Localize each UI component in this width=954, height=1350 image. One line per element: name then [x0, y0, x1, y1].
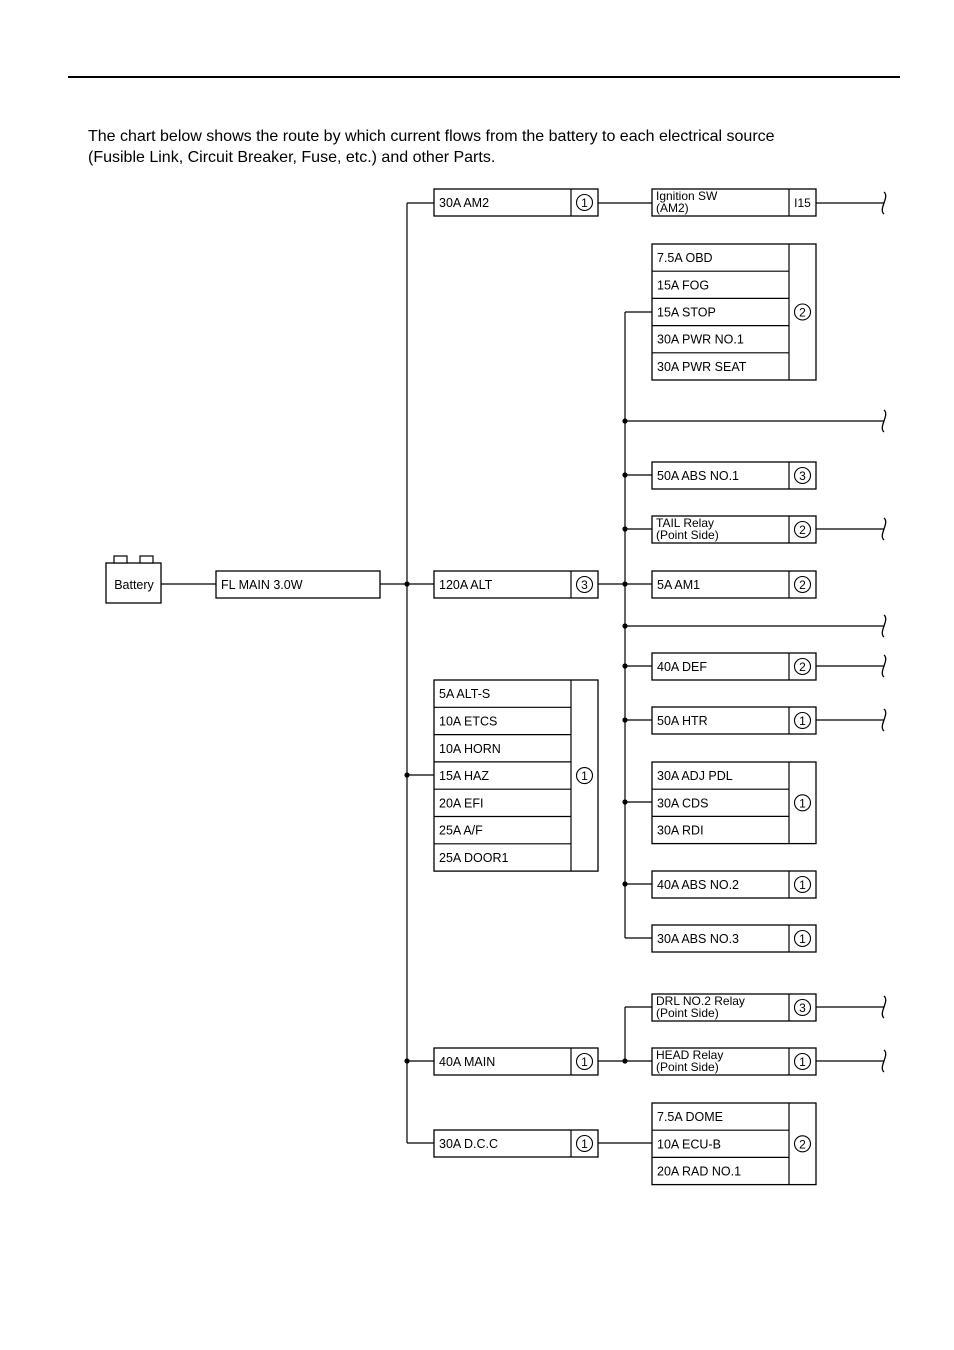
group-d-label-2: 10A ECU-B — [657, 1137, 721, 1151]
group-d-label-1: 7.5A DOME — [657, 1110, 723, 1124]
head-ref-circle — [793, 1052, 812, 1071]
head-label-2: (Point Side) — [656, 1060, 719, 1074]
continuation-mark — [881, 614, 887, 638]
continuation-mark — [881, 409, 887, 433]
group-b-label-4: 30A PWR NO.1 — [657, 333, 744, 347]
group-d-ref-circle — [793, 1135, 812, 1153]
ign-label-1: Ignition SW — [656, 189, 718, 203]
def-ref-circle — [793, 657, 812, 676]
main-ref-circle — [575, 1052, 594, 1071]
drl-ref: 3 — [799, 1001, 806, 1015]
drl-label-2: (Point Side) — [656, 1006, 719, 1020]
top-rule — [68, 76, 900, 78]
group-a-ref: 1 — [581, 769, 588, 783]
abs3-ref-circle — [793, 929, 812, 948]
continuation-mark — [881, 191, 887, 215]
abs1-ref: 3 — [799, 469, 806, 483]
ign-label-2: (AM2) — [656, 201, 689, 215]
group-b-label-2: 15A FOG — [657, 278, 709, 292]
group-a-label-3: 10A HORN — [439, 742, 501, 756]
tail-ref-circle — [793, 520, 812, 539]
continuation-mark — [881, 708, 887, 732]
main-ref: 1 — [581, 1055, 588, 1069]
battery-terminal-left — [113, 555, 128, 564]
abs2-label-1: 40A ABS NO.2 — [657, 878, 739, 892]
tail-label-2: (Point Side) — [656, 528, 719, 542]
fl-main-label: FL MAIN 3.0W — [221, 578, 303, 592]
am2-ref-circle — [575, 193, 594, 212]
head-label-1: HEAD Relay — [656, 1048, 723, 1062]
def-label-1: 40A DEF — [657, 660, 707, 674]
group-c-label-2: 30A CDS — [657, 796, 708, 810]
abs2-ref: 1 — [799, 878, 806, 892]
group-a-label-7: 25A DOOR1 — [439, 851, 509, 865]
alt-ref: 3 — [581, 578, 588, 592]
group-a-label-1: 5A ALT-S — [439, 687, 490, 701]
abs3-ref: 1 — [799, 932, 806, 946]
group-c-label-3: 30A RDI — [657, 824, 704, 838]
am1-ref: 2 — [799, 578, 806, 592]
dcc-ref-circle — [575, 1134, 594, 1153]
main-label-1: 40A MAIN — [439, 1055, 495, 1069]
tail-label-1: TAIL Relay — [656, 516, 714, 530]
intro-line-2: (Fusible Link, Circuit Breaker, Fuse, et… — [88, 149, 496, 166]
battery-terminal-right — [139, 555, 154, 564]
am2-ref: 1 — [581, 196, 588, 210]
alt-ref-circle — [575, 575, 594, 594]
group-b-label-1: 7.5A OBD — [657, 251, 713, 265]
abs3-label-1: 30A ABS NO.3 — [657, 932, 739, 946]
intro-line-1: The chart below shows the route by which… — [88, 128, 775, 145]
htr-ref-circle — [793, 711, 812, 730]
group-a-label-5: 20A EFI — [439, 796, 483, 810]
group-b-ref-circle — [793, 303, 812, 321]
continuation-mark — [881, 1049, 887, 1073]
group-a-label-2: 10A ETCS — [439, 714, 497, 728]
group-d-label-3: 20A RAD NO.1 — [657, 1165, 741, 1179]
group-d-ref: 2 — [799, 1137, 806, 1151]
am2-label-1: 30A AM2 — [439, 196, 489, 210]
head-ref: 1 — [799, 1055, 806, 1069]
dcc-label-1: 30A D.C.C — [439, 1137, 498, 1151]
alt-label-1: 120A ALT — [439, 578, 493, 592]
group-a-label-6: 25A A/F — [439, 824, 483, 838]
group-c-ref: 1 — [799, 796, 806, 810]
dcc-ref: 1 — [581, 1137, 588, 1151]
continuation-mark — [881, 517, 887, 541]
drl-ref-circle — [793, 998, 812, 1017]
group-a-ref-circle — [575, 766, 594, 785]
drl-label-1: DRL NO.2 Relay — [656, 994, 745, 1008]
def-ref: 2 — [799, 660, 806, 674]
group-b-label-5: 30A PWR SEAT — [657, 360, 747, 374]
group-c-label-1: 30A ADJ PDL — [657, 769, 733, 783]
abs1-label-1: 50A ABS NO.1 — [657, 469, 739, 483]
htr-ref: 1 — [799, 714, 806, 728]
battery-label: Battery — [114, 578, 154, 592]
group-a-label-4: 15A HAZ — [439, 769, 489, 783]
tail-ref: 2 — [799, 523, 806, 537]
abs2-ref-circle — [793, 875, 812, 894]
intro-text: The chart below shows the route by which… — [88, 126, 888, 168]
group-b-ref: 2 — [799, 306, 806, 320]
group-c-ref-circle — [793, 794, 812, 812]
battery-body — [105, 562, 162, 604]
group-b-label-3: 15A STOP — [657, 306, 716, 320]
continuation-mark — [881, 654, 887, 678]
htr-label-1: 50A HTR — [657, 714, 708, 728]
abs1-ref-circle — [793, 466, 812, 485]
continuation-mark — [881, 995, 887, 1019]
am1-ref-circle — [793, 575, 812, 594]
am1-label-1: 5A AM1 — [657, 578, 700, 592]
ign-ref: I15 — [794, 196, 811, 210]
